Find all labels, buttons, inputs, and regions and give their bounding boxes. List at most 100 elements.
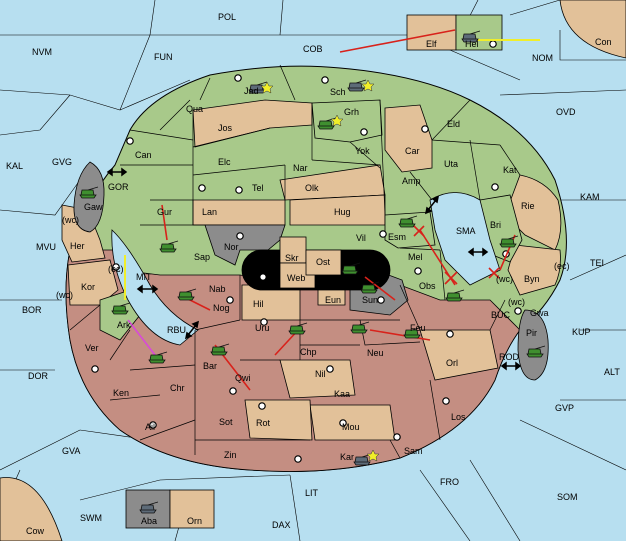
- label-sam: Sam: [404, 446, 423, 456]
- label-fro: FRO: [440, 477, 459, 487]
- army-uru[interactable]: [288, 322, 308, 335]
- region-byn[interactable]: [507, 244, 561, 296]
- units-layer: [79, 30, 546, 514]
- label-lit: LIT: [305, 488, 319, 498]
- label-fun: FUN: [154, 52, 173, 62]
- label-gor: GOR: [108, 182, 129, 192]
- army-grh[interactable]: [317, 117, 337, 130]
- label-ver: Ver: [85, 343, 99, 353]
- region-car[interactable]: [384, 104, 433, 173]
- army-sap[interactable]: [159, 240, 179, 253]
- label-cob: COB: [303, 44, 323, 54]
- army-hel[interactable]: [461, 30, 481, 43]
- internal-borders: [69, 64, 521, 459]
- label-qua: Qua: [186, 104, 203, 114]
- label-sma: SMA: [456, 226, 476, 236]
- label-wc-byn: (wc): [496, 274, 513, 284]
- label-tei: TEI: [590, 258, 604, 268]
- army-pir[interactable]: [526, 345, 546, 358]
- army-bar[interactable]: [210, 343, 230, 356]
- label-sch: Sch: [330, 87, 346, 97]
- label-hel: Hel: [465, 39, 479, 49]
- label-con: Con: [595, 37, 612, 47]
- label-amp: Amp: [402, 176, 421, 186]
- label-ken: Ken: [113, 388, 129, 398]
- army-ost[interactable]: [341, 262, 361, 275]
- label-sap: Sap: [194, 252, 210, 262]
- label-jad: Jad: [244, 86, 259, 96]
- label-nom: NOM: [532, 53, 553, 63]
- region-con[interactable]: [559, 0, 626, 59]
- label-ark: Ark: [117, 320, 131, 330]
- region-elf[interactable]: [406, 14, 457, 51]
- region-ost[interactable]: [305, 249, 342, 276]
- label-nab: Nab: [209, 284, 226, 294]
- label-hug: Hug: [334, 207, 351, 217]
- label-rie: Rie: [521, 201, 535, 211]
- region-orn[interactable]: [169, 489, 215, 529]
- label-nvm: NVM: [32, 47, 52, 57]
- army-sun[interactable]: [360, 281, 380, 294]
- label-ost: Ost: [316, 257, 331, 267]
- label-qwi: Qwi: [235, 373, 251, 383]
- label-swm: SWM: [80, 513, 102, 523]
- army-gaw[interactable]: [79, 186, 99, 199]
- label-car: Car: [405, 146, 420, 156]
- army-aba[interactable]: [139, 501, 159, 514]
- label-sun: Sun: [362, 295, 378, 305]
- label-elc: Elc: [218, 157, 231, 167]
- label-rbu: RBU: [167, 325, 186, 335]
- army-feu2[interactable]: [403, 326, 423, 339]
- label-alt: ALT: [604, 367, 620, 377]
- label-cow: Cow: [26, 526, 45, 536]
- region-orl[interactable]: [419, 329, 499, 381]
- label-sot: Sot: [219, 417, 233, 427]
- region-pir[interactable]: [517, 309, 549, 381]
- label-gur: Gur: [157, 207, 172, 217]
- army-esm[interactable]: [398, 215, 418, 228]
- label-gvg: GVG: [52, 157, 72, 167]
- label-olk: Olk: [305, 183, 319, 193]
- label-wc-kor: (wc): [56, 290, 73, 300]
- region-nil[interactable]: [279, 359, 356, 399]
- region-nor[interactable]: [204, 224, 286, 266]
- label-esm: Esm: [388, 232, 406, 242]
- army-bri[interactable]: [499, 235, 519, 248]
- label-nar: Nar: [293, 163, 308, 173]
- label-uru: Uru: [255, 323, 270, 333]
- label-ail: Ail: [145, 422, 155, 432]
- label-kup: KUP: [572, 327, 591, 337]
- label-kat: Kat: [503, 165, 517, 175]
- label-skr: Skr: [285, 253, 299, 263]
- label-web: Web: [287, 273, 305, 283]
- army-feu[interactable]: [350, 321, 370, 334]
- region-rot[interactable]: [244, 399, 313, 441]
- army-obs[interactable]: [445, 289, 465, 302]
- label-bri: Bri: [490, 220, 501, 230]
- failed-order-markers: [413, 225, 500, 285]
- label-grh: Grh: [344, 107, 359, 117]
- army-ark[interactable]: [111, 302, 131, 315]
- label-gaw: Gaw: [84, 202, 103, 212]
- label-los: Los: [451, 412, 466, 422]
- supply-centers: [91, 40, 522, 463]
- label-uta: Uta: [444, 159, 458, 169]
- label-mel: Mel: [408, 252, 423, 262]
- green-territories: [99, 99, 523, 341]
- label-her: Her: [70, 241, 85, 251]
- sea-sma-bay[interactable]: [429, 192, 501, 286]
- label-ec-her: (ec): [108, 264, 124, 274]
- label-gwa: Gwa: [530, 308, 549, 318]
- coast-labels: (wc) (ec) (wc) (ec) (wc) (wc): [56, 215, 570, 307]
- label-orl: Orl: [446, 358, 458, 368]
- army-nab[interactable]: [177, 288, 197, 301]
- label-yok: Yok: [355, 146, 370, 156]
- army-sch[interactable]: [347, 79, 367, 92]
- label-rod: ROD: [499, 352, 520, 362]
- army-chr[interactable]: [148, 351, 168, 364]
- order-magenta: [127, 319, 156, 356]
- region-web[interactable]: [279, 262, 316, 289]
- label-pol: POL: [218, 12, 236, 22]
- label-kar: Kar: [340, 452, 354, 462]
